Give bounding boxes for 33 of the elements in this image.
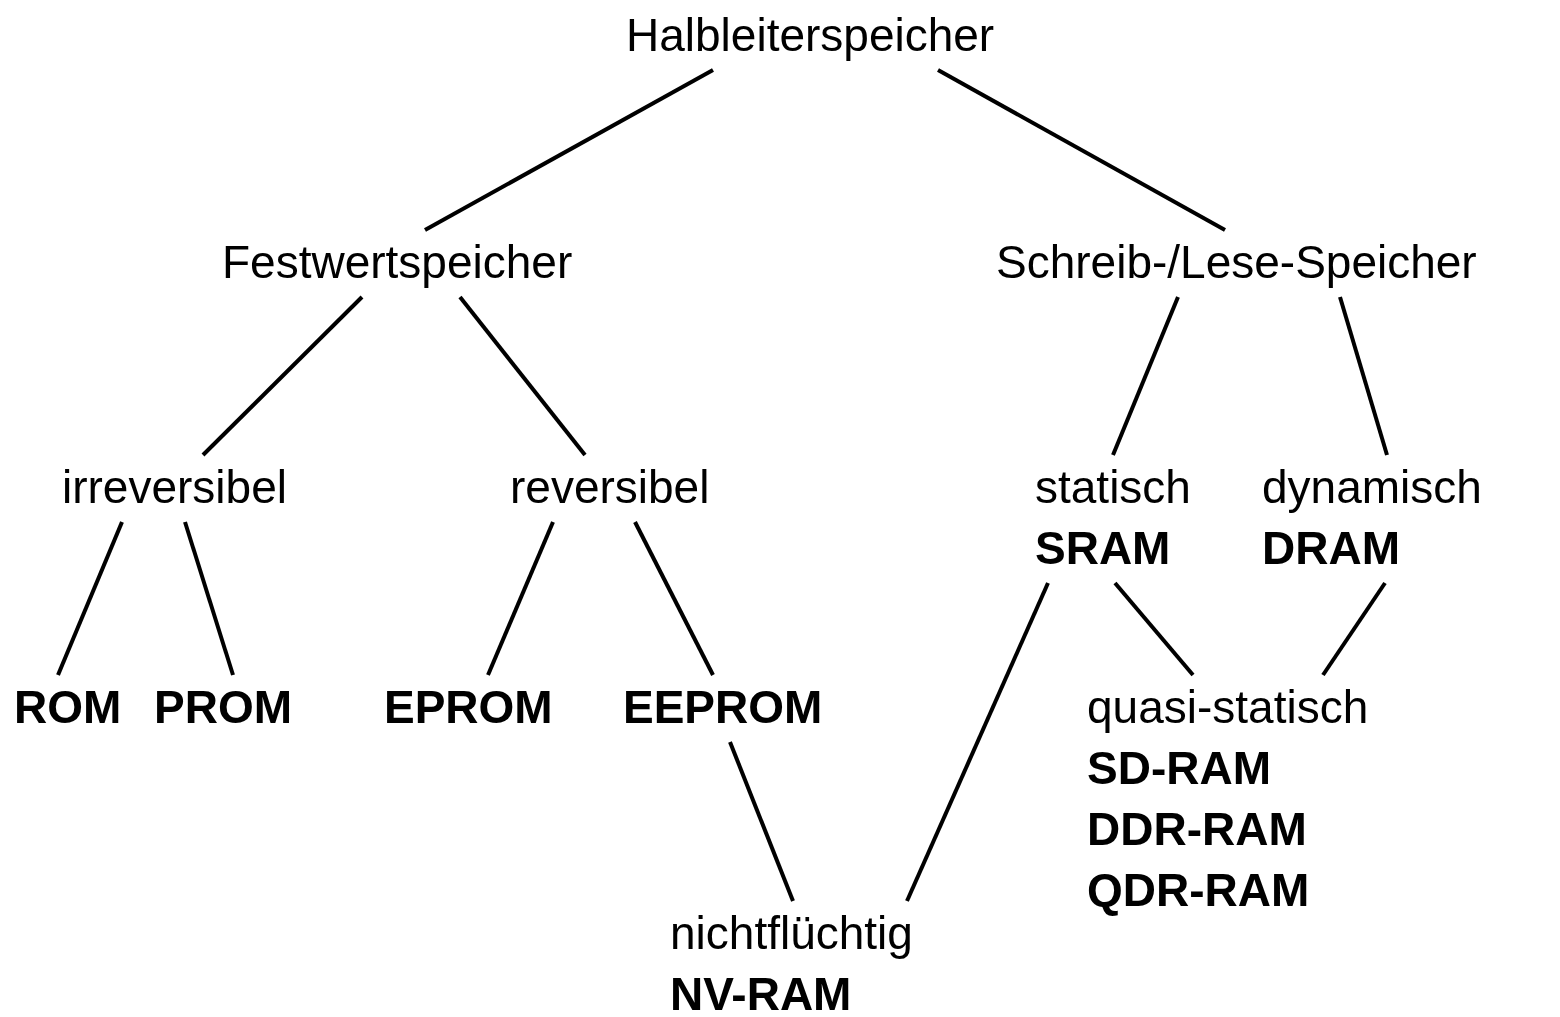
node-label: Halbleiterspeicher bbox=[626, 8, 995, 63]
connector-line bbox=[1338, 296, 1389, 456]
node-label: EEPROM bbox=[623, 680, 823, 735]
node-label: quasi-statisch bbox=[1087, 680, 1369, 735]
node-label: DDR-RAM bbox=[1087, 802, 1308, 857]
node-label: nichtflüchtig bbox=[670, 906, 913, 961]
node-label: ROM bbox=[14, 680, 122, 735]
connector-line bbox=[1113, 581, 1195, 677]
connector-line bbox=[424, 68, 714, 232]
connector-line bbox=[937, 68, 1226, 232]
connector-line bbox=[728, 741, 795, 902]
node-label: PROM bbox=[154, 680, 292, 735]
node-label: QDR-RAM bbox=[1087, 863, 1311, 918]
connector-line bbox=[1111, 296, 1180, 456]
node-label: Festwertspeicher bbox=[222, 235, 573, 290]
node-label: statisch bbox=[1035, 460, 1191, 515]
connector-line bbox=[905, 582, 1050, 902]
node-label: EPROM bbox=[384, 680, 553, 735]
connector-line bbox=[1321, 581, 1387, 677]
node-label: Schreib-/Lese-Speicher bbox=[996, 235, 1477, 290]
node-label: SRAM bbox=[1035, 521, 1172, 576]
node-label: NV-RAM bbox=[670, 967, 853, 1017]
node-label: SD-RAM bbox=[1087, 741, 1272, 796]
connector-line bbox=[56, 521, 124, 676]
connector-line bbox=[201, 295, 364, 457]
node-label: dynamisch bbox=[1262, 460, 1482, 515]
connector-line bbox=[486, 521, 555, 676]
node-label: DRAM bbox=[1262, 521, 1401, 576]
node-label: irreversibel bbox=[62, 460, 287, 515]
node-label: reversibel bbox=[510, 460, 710, 515]
connector-line bbox=[183, 521, 235, 676]
connector-line bbox=[633, 521, 715, 676]
connector-line bbox=[458, 295, 587, 457]
